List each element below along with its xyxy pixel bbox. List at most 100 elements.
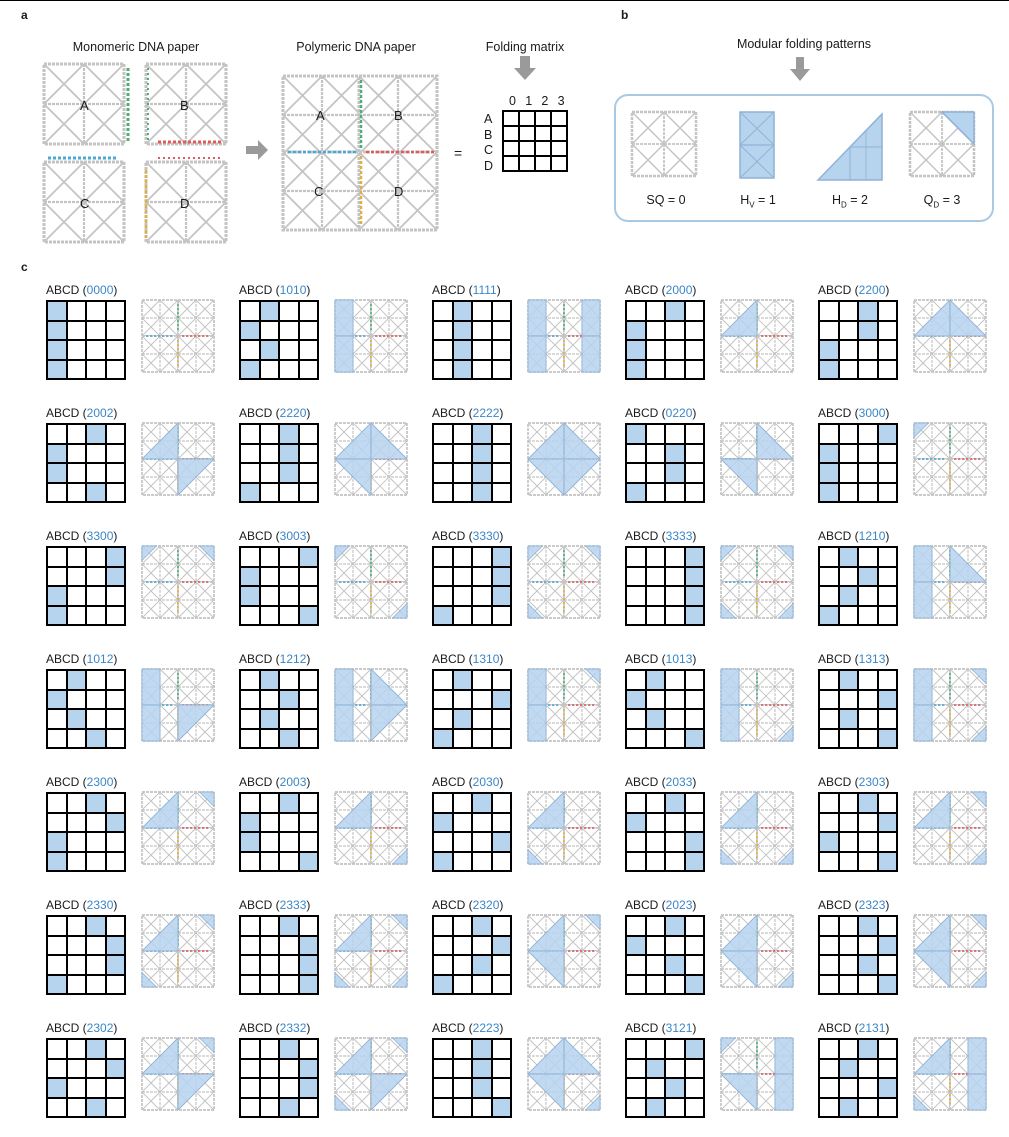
fold-hv — [581, 335, 601, 373]
matrix-cell — [858, 359, 878, 379]
matrix-cell — [626, 586, 646, 606]
tile-diagonal — [909, 111, 943, 145]
down-arrow — [514, 56, 536, 80]
matrix-cell — [47, 812, 67, 832]
tile-diagonal — [141, 563, 161, 583]
tile-diagonal — [370, 914, 390, 934]
tile-diagonal — [352, 335, 372, 355]
tile-diagonal — [141, 1037, 161, 1057]
matrix-cell — [838, 851, 858, 871]
matrix-cell — [858, 547, 878, 567]
matrix-cell — [47, 832, 67, 852]
tile-diagonal — [388, 422, 408, 442]
matrix-cell — [259, 935, 279, 955]
matrix-cell — [298, 586, 318, 606]
fold-hv — [774, 1073, 794, 1111]
matrix-cell — [47, 482, 67, 502]
matrix-cell — [66, 728, 86, 748]
fold-matrix — [625, 1038, 705, 1118]
matrix-cell — [298, 709, 318, 729]
matrix-cell — [665, 709, 685, 729]
tile-diagonal — [756, 932, 776, 952]
tile-diagonal — [949, 599, 969, 619]
tile-diagonal — [282, 75, 323, 116]
matrix-cell — [838, 566, 858, 586]
matrix-cell — [259, 463, 279, 483]
tile-diagonal — [720, 563, 740, 583]
matrix-cell — [819, 689, 839, 709]
matrix-cell — [298, 974, 318, 994]
tile-diagonal — [581, 968, 601, 988]
matrix-col-header: 1 — [525, 94, 533, 108]
tile-diagonal — [949, 914, 969, 934]
tile-diagonal — [949, 968, 969, 988]
matrix-cell — [86, 320, 106, 340]
matrix-cell — [665, 301, 685, 321]
fold-pattern-label: ABCD (1010) — [239, 283, 311, 297]
matrix-cell — [472, 605, 492, 625]
tile-diagonal — [545, 686, 565, 706]
matrix-cell — [452, 320, 472, 340]
fold-hd — [334, 458, 372, 496]
tile-diagonal — [545, 581, 565, 601]
matrix-cell — [279, 424, 299, 444]
tile-diagonal — [774, 299, 794, 319]
matrix-cell — [665, 689, 685, 709]
tile-diagonal — [397, 190, 438, 231]
matrix-cell — [433, 1097, 453, 1117]
matrix-cell — [433, 935, 453, 955]
tile-diagonal — [545, 545, 565, 565]
matrix-cell — [626, 1078, 646, 1098]
matrix-cell — [259, 955, 279, 975]
matrix-cell — [645, 359, 665, 379]
tile-diagonal — [756, 686, 776, 706]
matrix-cell — [240, 301, 260, 321]
matrix-cell — [858, 605, 878, 625]
matrix-cell — [819, 728, 839, 748]
tile-diagonal — [949, 827, 969, 847]
matrix-cell — [472, 1039, 492, 1059]
matrix-cell — [452, 1058, 472, 1078]
tile-diagonal — [949, 422, 969, 442]
tile-diagonal — [358, 151, 399, 192]
matrix-cell — [684, 1078, 704, 1098]
fold-qd — [527, 545, 544, 562]
tile-diagonal — [358, 114, 399, 155]
matrix-cell — [877, 974, 897, 994]
matrix-cell — [433, 689, 453, 709]
tile-diagonal — [720, 581, 740, 601]
matrix-col-header: 3 — [557, 94, 565, 108]
tile-diagonal — [352, 1091, 372, 1111]
matrix-cell — [626, 689, 646, 709]
fold-qd — [391, 914, 408, 931]
tile-diagonal — [563, 599, 583, 619]
tile-diagonal — [949, 809, 969, 829]
matrix-cell — [452, 728, 472, 748]
fold-subtile — [334, 581, 372, 619]
tile-diagonal — [195, 968, 215, 988]
tile-diagonal — [141, 581, 161, 601]
matrix-cell — [452, 605, 472, 625]
matrix-cell — [259, 689, 279, 709]
tile-diagonal — [141, 827, 161, 847]
matrix-cell — [626, 424, 646, 444]
tile-diagonal — [334, 545, 354, 565]
matrix-cell — [452, 443, 472, 463]
hv-line — [739, 144, 775, 179]
matrix-cell — [279, 793, 299, 813]
tile-diagonal — [756, 1055, 776, 1075]
matrix-cell — [858, 1058, 878, 1078]
matrix-cell — [684, 728, 704, 748]
matrix-cell — [298, 482, 318, 502]
tile-diagonal — [913, 353, 933, 373]
tile-diagonal — [756, 299, 776, 319]
matrix-cell — [684, 586, 704, 606]
fold-subtile — [756, 827, 794, 865]
tile-diagonal — [334, 791, 354, 811]
matrix-cell — [626, 670, 646, 690]
tile-diagonal — [581, 845, 601, 865]
fold-matrix — [432, 792, 512, 872]
tile-diagonal — [370, 458, 390, 478]
matrix-cell — [645, 443, 665, 463]
tile-diagonal — [967, 704, 987, 724]
